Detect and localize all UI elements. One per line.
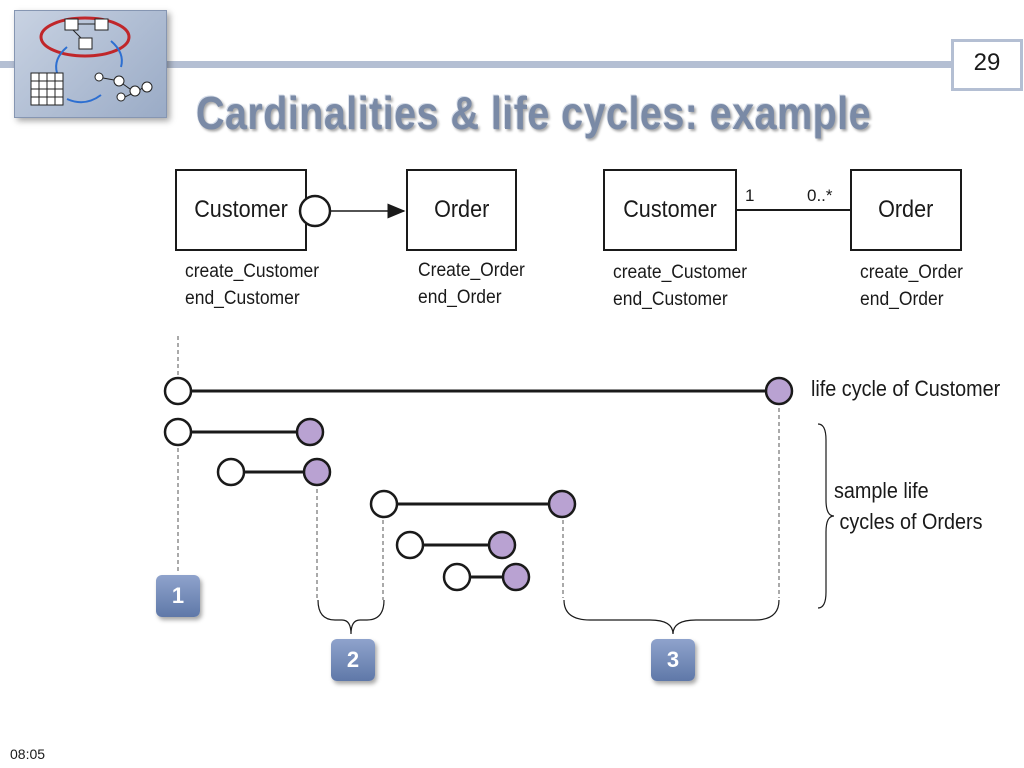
- order-lifecycle-3: [369, 489, 577, 519]
- order-lifecycles-label: sample life cycles of Orders: [834, 478, 983, 534]
- logo-box-3: [78, 37, 93, 50]
- order-end-state: [295, 417, 325, 447]
- customer-start-state: [163, 376, 193, 406]
- brace-interval-3: [563, 599, 780, 635]
- logo-node-1: [94, 72, 104, 82]
- page-number-box: [951, 39, 1023, 91]
- order-start-state: [442, 562, 472, 592]
- logo-node-3: [129, 85, 141, 97]
- logo-table-grid: [31, 73, 63, 105]
- left-customer-class-box: Customer: [175, 169, 307, 251]
- order-start-state: [163, 417, 193, 447]
- order-end-state: [547, 489, 577, 519]
- logo-graphic: [30, 16, 153, 106]
- logo-node-5: [141, 81, 153, 93]
- order-end-state: [501, 562, 531, 592]
- customer-lifecycle-label: life cycle of Customer: [811, 376, 1001, 401]
- logo-arrow-1: [55, 46, 68, 74]
- logo-node-2: [113, 75, 125, 87]
- left-order-class-box: Order: [406, 169, 517, 251]
- left-order-class-name: Order: [433, 196, 490, 223]
- order-lifecycle-5: [442, 562, 531, 592]
- logo-arrow-3: [66, 94, 102, 104]
- badge-3: 3: [651, 639, 695, 681]
- logo: [14, 10, 167, 118]
- customer-lifecycle: [163, 376, 794, 406]
- order-start-state: [395, 530, 425, 560]
- order-lifecycle-1: [163, 417, 325, 447]
- logo-highlight-ellipse: [39, 16, 131, 58]
- logo-link-2: [72, 29, 82, 39]
- right-order-operations: create_Order end_Order: [860, 262, 963, 310]
- brace-interval-2: [317, 599, 385, 635]
- left-customer-operations: create_Customer end_Customer: [185, 261, 320, 309]
- order-lifecycle-2: [216, 457, 332, 487]
- right-customer-operations: create_Customer end_Customer: [613, 262, 748, 310]
- order-start-state: [216, 457, 246, 487]
- left-order-operations: Create_Order end_Order: [418, 260, 525, 308]
- header-rule: [0, 61, 951, 68]
- right-order-class-name: Order: [878, 196, 934, 223]
- order-end-state: [302, 457, 332, 487]
- order-start-state: [369, 489, 399, 519]
- logo-graph-edges: [102, 77, 143, 98]
- association-circle: [298, 194, 332, 228]
- right-order-class-box: Order: [850, 169, 962, 251]
- customer-end-state: [764, 376, 794, 406]
- page-number: 29: [973, 49, 1001, 76]
- cardinality-order-end: 0..*: [807, 186, 833, 205]
- order-end-state: [487, 530, 517, 560]
- cardinality-customer-end: 1: [745, 186, 755, 205]
- left-customer-class-name: Customer: [194, 196, 288, 223]
- badge-2: 2: [331, 639, 375, 681]
- slide-title: Cardinalities & life cycles: example: [196, 87, 872, 139]
- badge-1: 1: [156, 575, 200, 617]
- right-customer-class-box: Customer: [603, 169, 737, 251]
- right-customer-class-name: Customer: [623, 196, 717, 223]
- logo-arrow-2: [110, 40, 123, 68]
- footer-time: 08:05: [10, 746, 46, 762]
- order-lifecycle-4: [395, 530, 517, 560]
- brace-order-lifecycles: [817, 423, 835, 609]
